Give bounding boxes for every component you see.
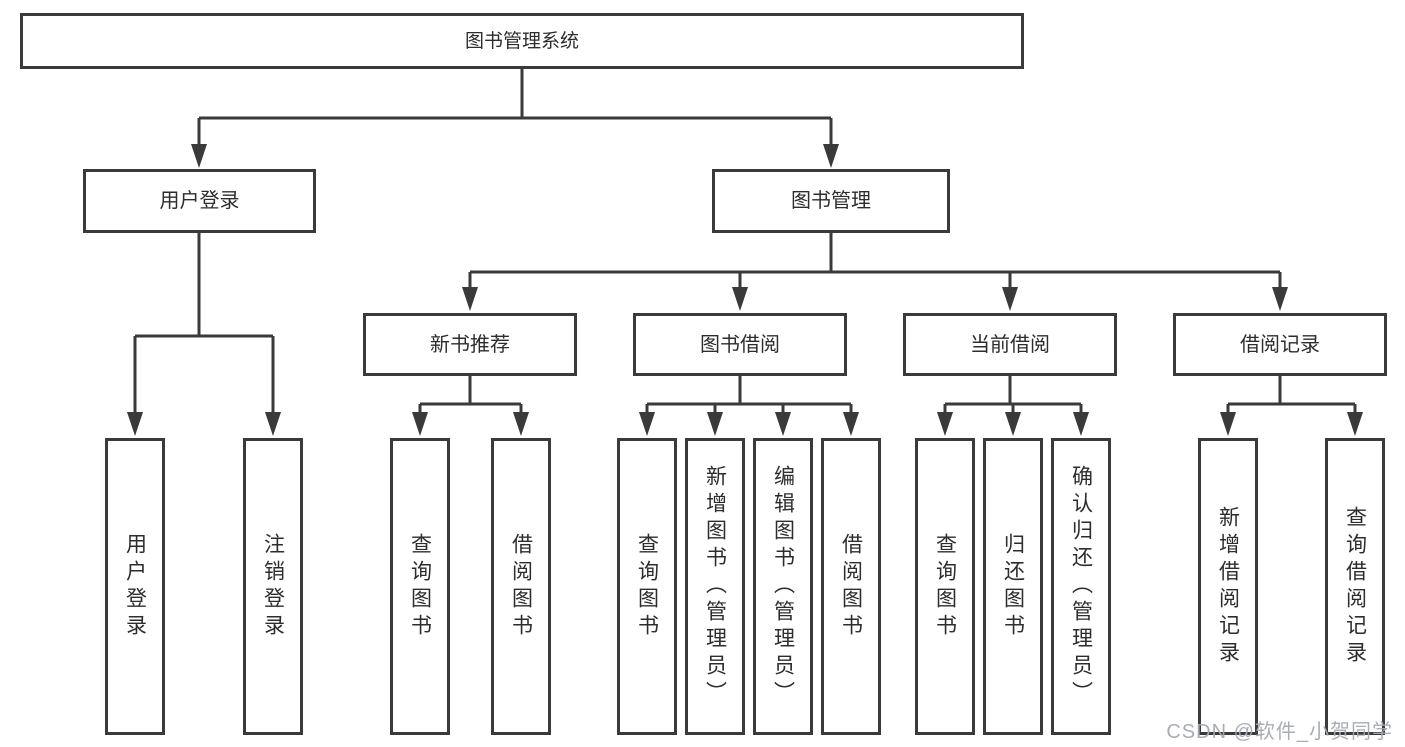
connector-current-borrow-split xyxy=(943,376,1083,416)
leaf-borrow-books-recommend: 借阅图书 xyxy=(491,438,551,735)
leaf-logout: 注销登录 xyxy=(243,438,303,735)
node-book-borrow: 图书借阅 xyxy=(633,313,847,376)
node-user-login: 用户登录 xyxy=(83,169,316,233)
connector-new-book-split xyxy=(418,376,523,416)
leaf-query-books-current: 查询图书 xyxy=(915,438,975,735)
arrowheads xyxy=(127,144,1363,436)
connector-book-management-split xyxy=(468,233,1282,290)
leaf-query-borrow-record: 查询借阅记录 xyxy=(1325,438,1385,735)
connector-user-login-split xyxy=(133,233,275,416)
leaf-edit-books-admin: 编辑图书（管理员） xyxy=(753,438,813,735)
node-borrow-records: 借阅记录 xyxy=(1173,313,1387,376)
connector-root-to-level2 xyxy=(197,69,833,146)
leaf-return-books: 归还图书 xyxy=(983,438,1043,735)
leaf-query-books-borrow: 查询图书 xyxy=(617,438,677,735)
leaf-query-books-recommend: 查询图书 xyxy=(390,438,450,735)
node-book-management: 图书管理 xyxy=(712,169,950,233)
leaf-add-borrow-record: 新增借阅记录 xyxy=(1198,438,1258,735)
node-new-book-recommend: 新书推荐 xyxy=(363,313,577,376)
leaf-user-login: 用户登录 xyxy=(105,438,165,735)
leaf-confirm-return-admin: 确认归还（管理员） xyxy=(1051,438,1111,735)
node-current-borrow: 当前借阅 xyxy=(903,313,1117,376)
leaf-add-books-admin: 新增图书（管理员） xyxy=(685,438,745,735)
connector-book-borrow-split xyxy=(645,376,853,416)
leaf-borrow-books: 借阅图书 xyxy=(821,438,881,735)
connector-borrow-records-split xyxy=(1226,376,1357,416)
csdn-watermark: CSDN @软件_小贺同学 xyxy=(1166,721,1393,743)
node-root-library-system: 图书管理系统 xyxy=(20,13,1024,69)
